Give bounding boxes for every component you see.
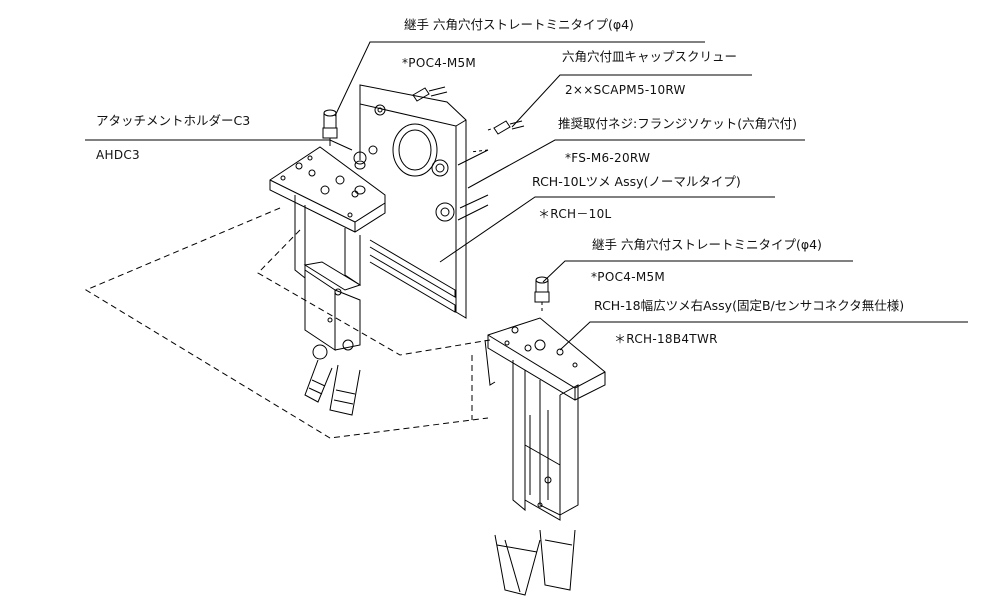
callout-ahdc3-name: アタッチメントホルダーC3 <box>96 113 251 128</box>
callout-fs-m6-code: *FS-M6-20RW <box>565 151 651 165</box>
poc4-fitting-right <box>534 276 550 312</box>
callout-poc4-top-name: 継手 六角穴付ストレートミニタイプ(φ4) <box>404 17 634 32</box>
callout-fs-m6-name: 推奨取付ネジ:フランジソケット(六角穴付) <box>558 116 797 131</box>
leader-lines <box>85 41 968 351</box>
callout-rch-10l-name: RCH-10Lツメ Assy(ノーマルタイプ) <box>532 174 741 189</box>
callout-scapm-name: 六角穴付皿キャップスクリュー <box>562 49 738 64</box>
scapm-screws <box>412 86 525 153</box>
callout-rch-10l-code: ＊RCH－10L <box>538 207 612 221</box>
flange-socket-screws <box>457 149 489 221</box>
callout-scapm-code: 2××SCAPM5-10RW <box>565 83 686 97</box>
callout-poc4-top-code: *POC4-M5M <box>402 56 477 70</box>
side-mounting-plate <box>353 84 467 319</box>
dashed-assembly-lines <box>84 207 491 439</box>
poc4-fitting-top <box>322 109 338 146</box>
callout-rch-18-code: ＊RCH-18B4TWR <box>614 332 718 346</box>
callout-poc4-right-name: 継手 六角穴付ストレートミニタイプ(φ4) <box>592 237 822 252</box>
callout-ahdc3-code: AHDC3 <box>96 148 140 162</box>
attachment-holder-c3 <box>269 146 386 233</box>
rch-18-wide-finger-assembly <box>484 317 606 596</box>
rch-10l-finger-assembly <box>294 195 362 416</box>
callout-poc4-right-code: *POC4-M5M <box>591 270 666 284</box>
callout-rch-18-name: RCH-18幅広ツメ右Assy(固定B/センサコネクタ無仕様) <box>594 298 905 313</box>
